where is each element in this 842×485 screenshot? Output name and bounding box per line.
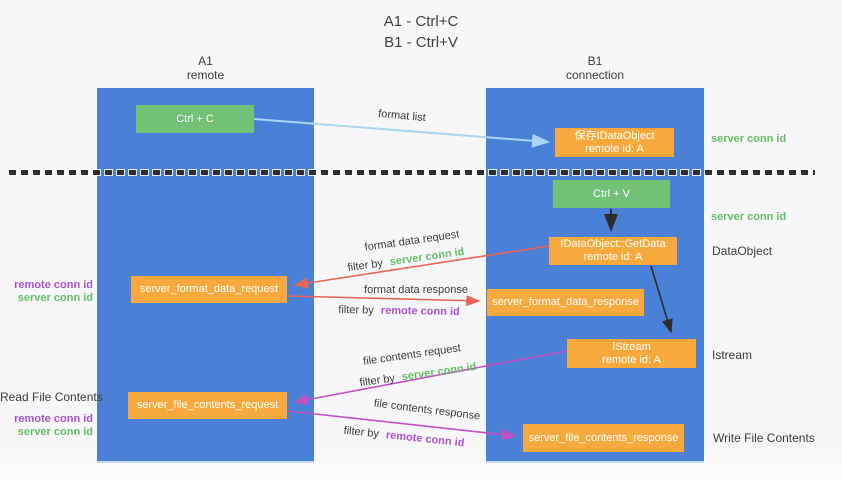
lane-a1-name: A1 <box>198 54 213 68</box>
lane-b1-name: B1 <box>587 54 603 68</box>
istream-annotation: Istream <box>712 348 753 362</box>
arrow-label-format-list: format list <box>377 107 427 125</box>
remote-conn-id-text: remote conn id <box>380 304 460 319</box>
getdata-node: IDataObject::GetData remote id: A <box>549 237 677 265</box>
save-dataobject-line1: 保存IDataObject <box>574 129 655 142</box>
server-format-data-request-label: server_format_data_request <box>139 283 279 295</box>
remote-conn-id-annotation-2: remote conn id <box>14 413 93 425</box>
ctrl-v-label: Ctrl + V <box>593 187 630 200</box>
getdata-line2: remote id: A <box>583 251 643 263</box>
arrow-label-filter-remote-2: filter by remote conn id <box>343 425 465 450</box>
dotted-divider <box>8 169 816 176</box>
arrow-format-data-response <box>287 295 481 307</box>
write-file-contents-annotation: Write File Contents <box>713 431 815 445</box>
ctrl-c-label: Ctrl + C <box>176 112 214 125</box>
page-title: A1 - Ctrl+C B1 - Ctrl+V <box>0 11 842 53</box>
istream-node: IStream remote id: A <box>567 339 696 368</box>
arrow-label-filter-remote-1: filter by remote conn id <box>338 304 460 318</box>
filter-by-text: filter by <box>346 257 384 275</box>
read-file-contents-annotation: Read File Contents <box>0 390 103 404</box>
remote-conn-id-annotation-1: remote conn id <box>14 279 93 291</box>
title-line-ctrl-v: B1 - Ctrl+V <box>384 34 458 51</box>
server-format-data-response-label: server_format_data_response <box>492 296 639 308</box>
ctrl-v-node: Ctrl + V <box>553 180 670 208</box>
arrow-label-format-data-response: format data response <box>364 284 468 296</box>
server-file-contents-request-label: server_file_contents_request <box>136 399 279 411</box>
server-conn-id-annotation-mid: server conn id <box>711 211 787 223</box>
save-dataobject-line2: remote id: A <box>585 142 644 155</box>
server-format-data-request-node: server_format_data_request <box>131 276 287 303</box>
getdata-line1: IDataObject::GetData <box>560 238 666 250</box>
lane-a1-role: remote <box>186 68 225 82</box>
arrow-label-file-contents-response: file contents response <box>373 397 481 423</box>
ctrl-c-node: Ctrl + C <box>136 105 254 133</box>
istream-line1: IStream <box>612 340 651 353</box>
server-conn-id-annotation-1: server conn id <box>17 292 93 304</box>
server-file-contents-response-label: server_file_contents_response <box>528 431 679 444</box>
title-line-ctrl-c: A1 - Ctrl+C <box>383 13 459 30</box>
lane-a1-header: A1 remote <box>97 54 314 82</box>
server-conn-id-annotation-top: server conn id <box>711 133 787 145</box>
lane-b1-header: B1 connection <box>486 54 704 82</box>
lane-b1-role: connection <box>565 68 625 82</box>
filter-by-text: filter by <box>358 372 396 390</box>
server-conn-id-text: server conn id <box>400 360 478 384</box>
server-conn-id-annotation-2: server conn id <box>17 426 93 438</box>
server-conn-id-text: server conn id <box>388 245 466 269</box>
filter-by-text: filter by <box>338 303 374 317</box>
filter-by-text: filter by <box>343 424 380 441</box>
save-dataobject-node: 保存IDataObject remote id: A <box>555 128 674 157</box>
remote-conn-id-text: remote conn id <box>385 429 465 450</box>
dataobject-annotation: DataObject <box>712 244 773 258</box>
server-format-data-response-node: server_format_data_response <box>487 289 644 316</box>
istream-line2: remote id: A <box>602 353 661 366</box>
server-file-contents-response-node: server_file_contents_response <box>523 424 684 452</box>
server-file-contents-request-node: server_file_contents_request <box>128 392 287 419</box>
